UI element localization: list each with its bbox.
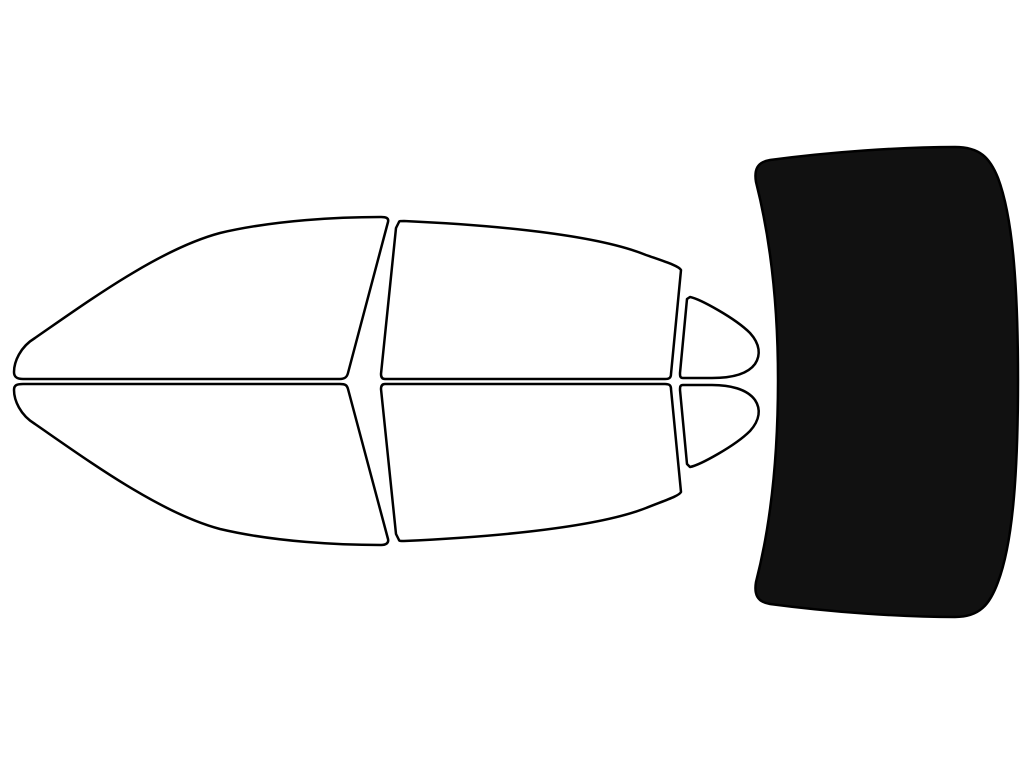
front-window-passenger[interactable] (12, 382, 390, 547)
rear-window-passenger[interactable] (379, 382, 683, 543)
rear-windshield[interactable] (754, 145, 1020, 619)
rear-window-driver[interactable] (379, 219, 683, 381)
quarter-window-passenger[interactable] (678, 383, 760, 469)
quarter-window-driver[interactable] (678, 295, 760, 380)
front-window-driver[interactable] (12, 215, 390, 381)
